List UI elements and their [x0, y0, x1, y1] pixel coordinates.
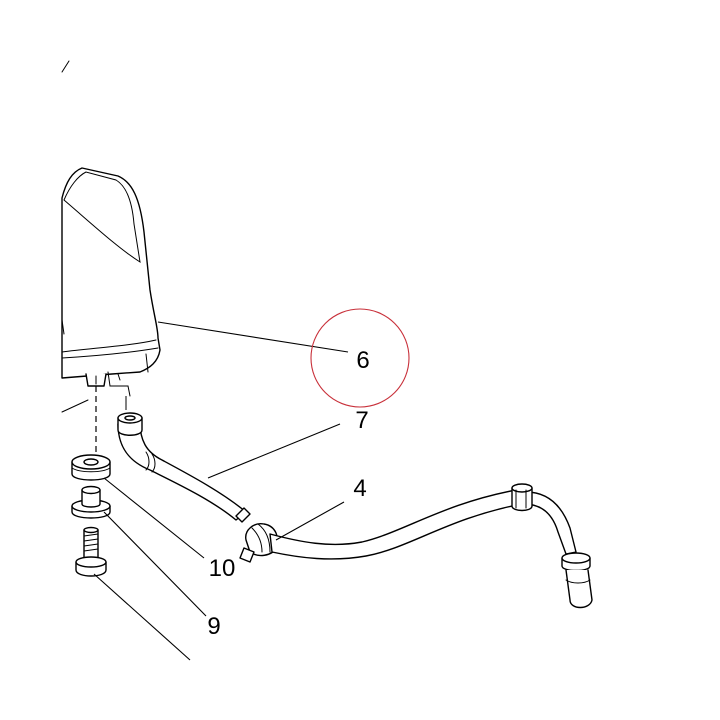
- callout-9: 9: [207, 613, 220, 640]
- bolt: [75, 526, 107, 577]
- highlight-circle: [310, 308, 410, 408]
- stray-tick-mark: [61, 60, 70, 73]
- leader-line-bolt: [93, 573, 191, 661]
- part-9-spacer: [71, 485, 111, 519]
- outlet-nozzle: [561, 552, 593, 609]
- part-7-elbow-hose: [117, 412, 247, 521]
- callout-7: 7: [355, 407, 368, 434]
- part-10-grommet: [71, 454, 111, 481]
- hose-connector-stub: [235, 507, 251, 523]
- leader-line-7: [207, 423, 341, 479]
- leader-line-6: [157, 321, 349, 353]
- long-hose: [269, 483, 577, 560]
- tank-housing: [61, 167, 161, 413]
- part-4-hose-clamp: [239, 523, 279, 563]
- callout-6: 6: [356, 347, 369, 374]
- leader-line-10: [103, 477, 205, 559]
- leader-line-9: [103, 511, 207, 617]
- callout-4: 4: [353, 475, 366, 502]
- leader-line-4: [275, 501, 345, 541]
- callout-10: 10: [209, 555, 236, 582]
